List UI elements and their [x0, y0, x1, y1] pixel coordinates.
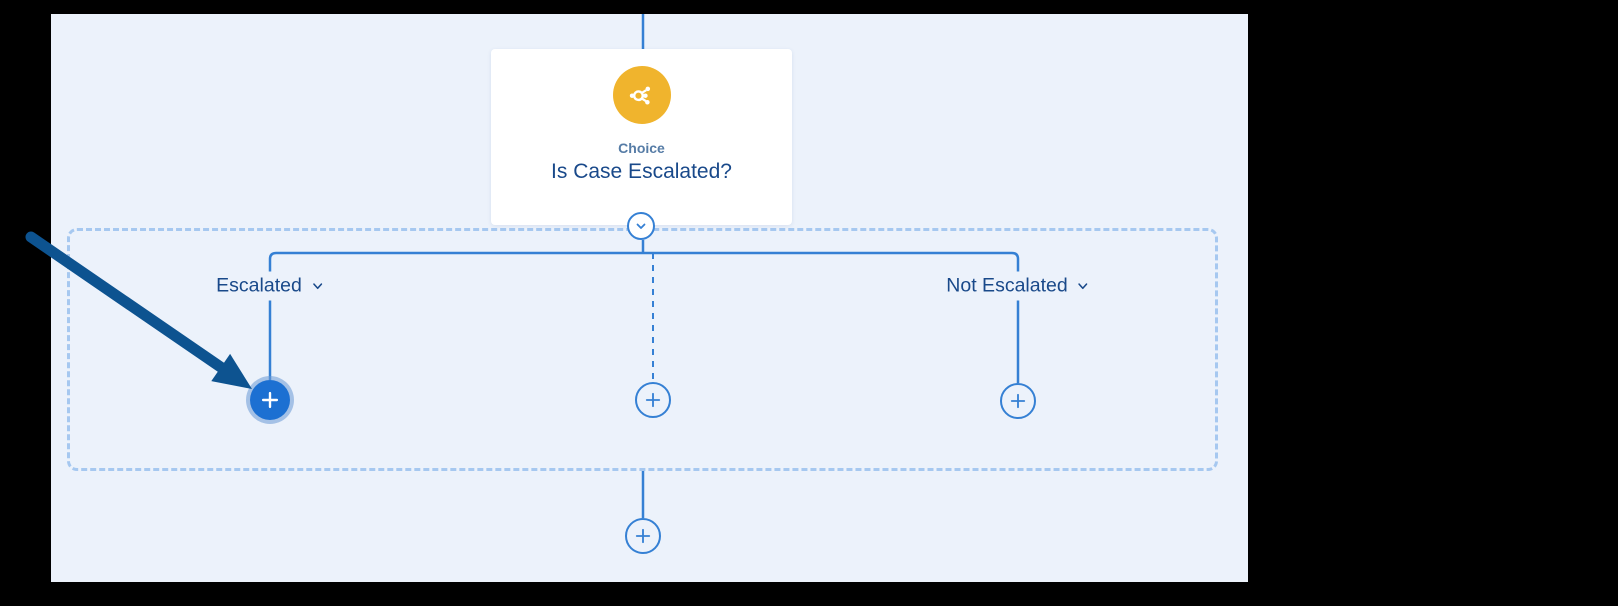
- branch-label-not-escalated[interactable]: Not Escalated: [936, 271, 1100, 301]
- flow-canvas: Choice Is Case Escalated? Escalated Not …: [51, 14, 1248, 582]
- branch-label-text: Escalated: [216, 274, 302, 297]
- add-step-after-choice-button[interactable]: [625, 518, 661, 554]
- branches-container: [67, 228, 1218, 471]
- plus-icon: [259, 389, 281, 411]
- chevron-down-icon: [634, 219, 648, 233]
- branch-label-escalated[interactable]: Escalated: [206, 271, 334, 301]
- branch-label-text: Not Escalated: [946, 274, 1068, 297]
- add-step-escalated-button[interactable]: [250, 380, 290, 420]
- chevron-down-icon: [311, 280, 324, 293]
- plus-icon: [1008, 391, 1028, 411]
- plus-icon: [643, 390, 663, 410]
- choice-branch-icon: [612, 66, 671, 124]
- node-title: Is Case Escalated?: [551, 160, 732, 183]
- add-step-not-escalated-button[interactable]: [1000, 383, 1036, 419]
- node-type-label: Choice: [618, 140, 665, 156]
- plus-icon: [633, 526, 653, 546]
- collapse-branches-button[interactable]: [627, 212, 655, 240]
- chevron-down-icon: [1077, 280, 1090, 293]
- choice-node-card[interactable]: Choice Is Case Escalated?: [491, 49, 792, 225]
- add-step-default-button[interactable]: [635, 382, 671, 418]
